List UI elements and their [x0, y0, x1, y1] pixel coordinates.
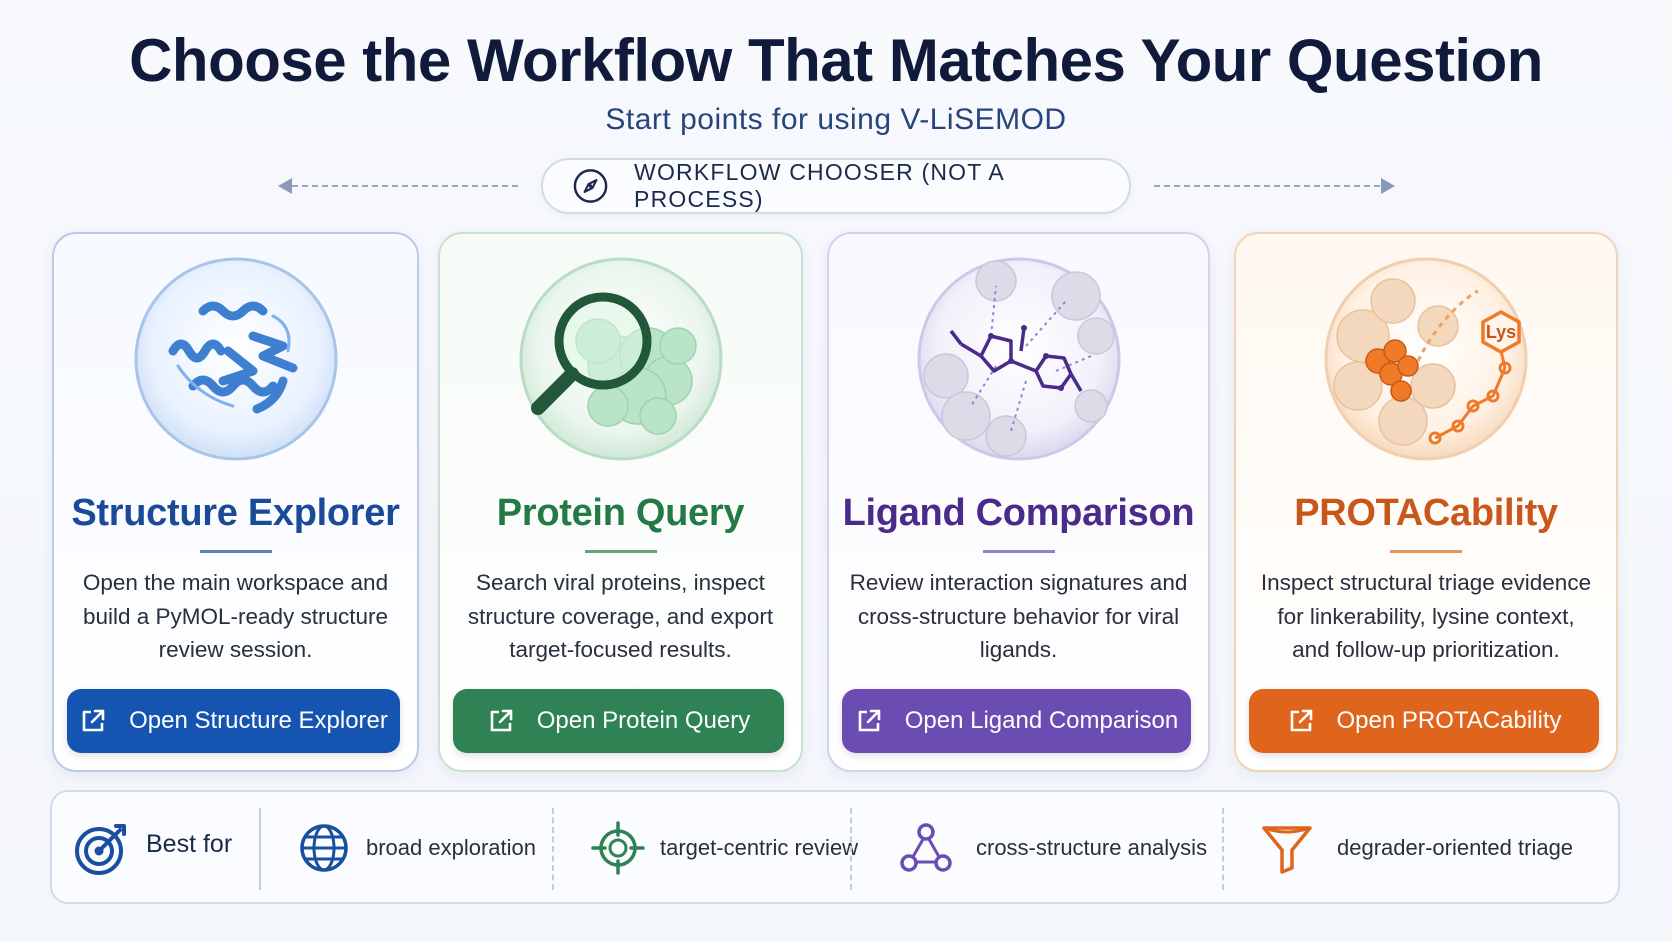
- ligand-molecule-illustration: [917, 257, 1120, 461]
- title-underline: [199, 550, 272, 553]
- button-label: Open Protein Query: [536, 707, 751, 734]
- right-dashed-line: [1154, 185, 1380, 187]
- network-icon: [900, 823, 952, 872]
- card-description: Review interaction signatures and cross-…: [849, 570, 1188, 662]
- button-label: Open Structure Explorer: [129, 707, 388, 734]
- open-protein-query-button[interactable]: Open Protein Query: [453, 689, 784, 753]
- workflow-chooser-row: WORKFLOW CHOOSER (NOT A PROCESS): [0, 158, 1672, 214]
- card-title: Protein Query: [496, 492, 745, 534]
- card-description: Inspect structural triage evidence for l…: [1260, 570, 1592, 662]
- left-arrow-icon: [278, 178, 292, 194]
- title-underline: [584, 550, 657, 553]
- crosshair-icon: [591, 821, 645, 875]
- best-for-bar: Best for broad exploration target-centri…: [50, 790, 1620, 904]
- protein-search-illustration: [519, 257, 722, 461]
- compass-icon: [573, 169, 608, 203]
- external-link-icon: [490, 709, 513, 732]
- card-title: Structure Explorer: [71, 492, 400, 534]
- button-label: Open PROTACability: [1336, 707, 1562, 734]
- card-description: Search viral proteins, inspect structure…: [467, 570, 774, 662]
- card-structure-explorer: Structure Explorer Open the main workspa…: [52, 232, 419, 772]
- workflow-chooser-badge: WORKFLOW CHOOSER (NOT A PROCESS): [541, 158, 1131, 214]
- globe-icon: [300, 824, 348, 872]
- card-title: Ligand Comparison: [842, 492, 1195, 534]
- protac-linker-illustration: Lys: [1324, 257, 1528, 461]
- best-for-item-broad-exploration: broad exploration: [296, 818, 536, 878]
- card-ligand-comparison: Ligand Comparison Review interaction sig…: [827, 232, 1210, 772]
- card-protein-query: Protein Query Search viral proteins, ins…: [438, 232, 803, 772]
- left-dashed-line: [292, 185, 518, 187]
- divider: [552, 808, 554, 890]
- open-structure-explorer-button[interactable]: Open Structure Explorer: [67, 689, 400, 753]
- best-for-label: Best for: [146, 830, 233, 858]
- external-link-icon: [1290, 709, 1312, 732]
- best-for-text: target-centric review: [660, 835, 859, 860]
- divider: [1222, 808, 1224, 890]
- best-for-text: degrader-oriented triage: [1337, 835, 1574, 860]
- best-for-item-target-centric-review: target-centric review: [590, 818, 858, 878]
- best-for-item-degrader-oriented-triage: degrader-oriented triage: [1259, 818, 1573, 878]
- title-underline: [982, 550, 1055, 553]
- page-title: Choose the Workflow That Matches Your Qu…: [129, 27, 1543, 94]
- target-icon: [75, 824, 126, 875]
- card-description: Open the main workspace and build a PyMO…: [82, 570, 389, 662]
- divider: [850, 808, 852, 890]
- lys-badge: Lys: [1486, 322, 1516, 342]
- card-title: PROTACability: [1294, 492, 1558, 534]
- divider: [259, 808, 261, 890]
- title-underline: [1390, 550, 1462, 553]
- best-for-text: cross-structure analysis: [976, 835, 1208, 860]
- open-ligand-comparison-button[interactable]: Open Ligand Comparison: [842, 689, 1191, 753]
- external-link-icon: [858, 709, 881, 732]
- best-for-item-cross-structure-analysis: cross-structure analysis: [898, 818, 1207, 878]
- open-protacability-button[interactable]: Open PROTACability: [1249, 689, 1599, 753]
- button-label: Open Ligand Comparison: [904, 707, 1179, 734]
- best-for-text: broad exploration: [366, 835, 537, 860]
- funnel-icon: [1262, 826, 1312, 874]
- external-link-icon: [82, 709, 105, 732]
- protein-ribbon-illustration: [134, 257, 337, 461]
- card-protacability: Lys PROTACability Inspect structural tri…: [1234, 232, 1618, 772]
- right-arrow-icon: [1381, 178, 1395, 194]
- page-subtitle: Start points for using V-LiSEMOD: [605, 103, 1067, 136]
- workflow-chooser-label: WORKFLOW CHOOSER (NOT A PROCESS): [634, 159, 1004, 212]
